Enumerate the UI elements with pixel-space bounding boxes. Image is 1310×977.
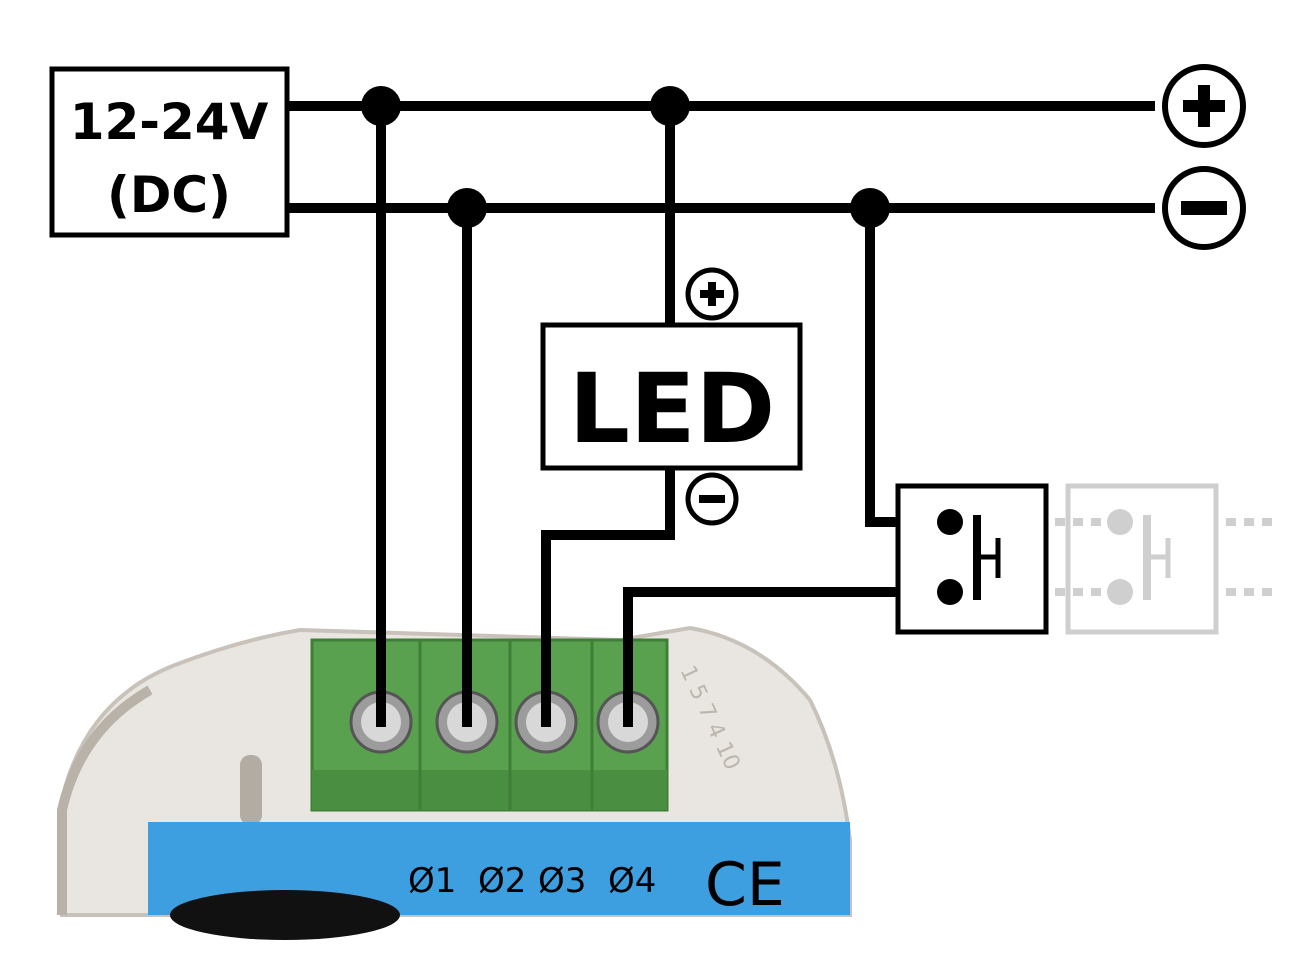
power-supply-type: (DC) (107, 166, 231, 224)
led-module: LED (540, 267, 803, 526)
device-body-edge (57, 685, 153, 915)
wire-led-minus-t3 (541, 463, 675, 727)
minus-icon (1181, 201, 1227, 215)
wire-minus-button (865, 203, 955, 527)
plus-icon-vertical (1198, 85, 1210, 127)
junction-dot (361, 86, 401, 126)
minus-terminal (1162, 166, 1246, 250)
ce-mark: CE (705, 850, 785, 920)
led-minus-icon (699, 495, 725, 503)
power-supply-box (49, 66, 290, 238)
wire-button-t4 (623, 587, 955, 727)
power-supply: 12-24V (DC) (49, 66, 290, 238)
led-label: LED (569, 353, 775, 465)
junction-dot (850, 188, 890, 228)
led-plus-icon-vertical (708, 282, 716, 306)
junction-dot (447, 188, 487, 228)
terminal-label-1: Ø1 (408, 861, 456, 901)
pushbutton-contact (937, 579, 963, 605)
terminal-block-front (312, 770, 667, 810)
junction-dot (650, 86, 690, 126)
ghost-contact (1107, 509, 1133, 535)
plus-terminal (1162, 64, 1246, 148)
ghost-pushbutton-box (1065, 483, 1219, 635)
junctions (361, 86, 890, 228)
optional-pushbutton (1055, 483, 1275, 635)
led-box (540, 322, 803, 471)
dimmer-device: 1 5 7 4 10 Ø1 Ø2 Ø3 Ø4 CE (57, 625, 852, 940)
terminal-label-3: Ø3 (538, 861, 586, 901)
terminal-label-2: Ø2 (478, 861, 526, 901)
ghost-contact (1107, 579, 1133, 605)
brand-logo (170, 890, 400, 940)
pushbutton-box (895, 483, 1049, 635)
wires (282, 101, 1155, 727)
pushbutton (895, 483, 1049, 635)
pushbutton-contact (937, 509, 963, 535)
power-supply-voltage: 12-24V (70, 93, 269, 151)
device-slot (240, 755, 262, 825)
terminal-label-4: Ø4 (608, 861, 656, 901)
